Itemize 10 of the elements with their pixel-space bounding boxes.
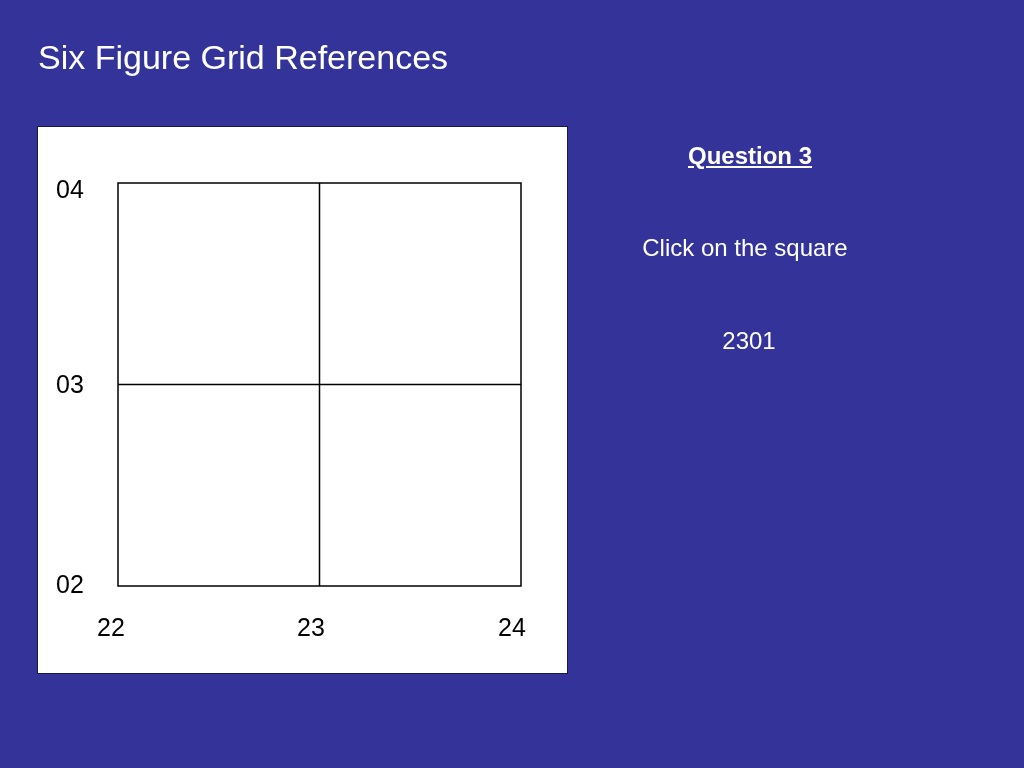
axis-label: 03 <box>56 371 84 397</box>
grid-reference: 2301 <box>722 329 776 353</box>
axis-label: 02 <box>56 571 84 597</box>
slide-title: Six Figure Grid References <box>38 40 449 74</box>
question-heading: Question 3 <box>688 144 812 168</box>
axis-label: 24 <box>498 614 526 640</box>
axis-label: 23 <box>297 614 325 640</box>
instruction-text: Click on the square <box>642 236 848 260</box>
axis-label: 22 <box>97 614 125 640</box>
axis-label: 04 <box>56 176 84 202</box>
